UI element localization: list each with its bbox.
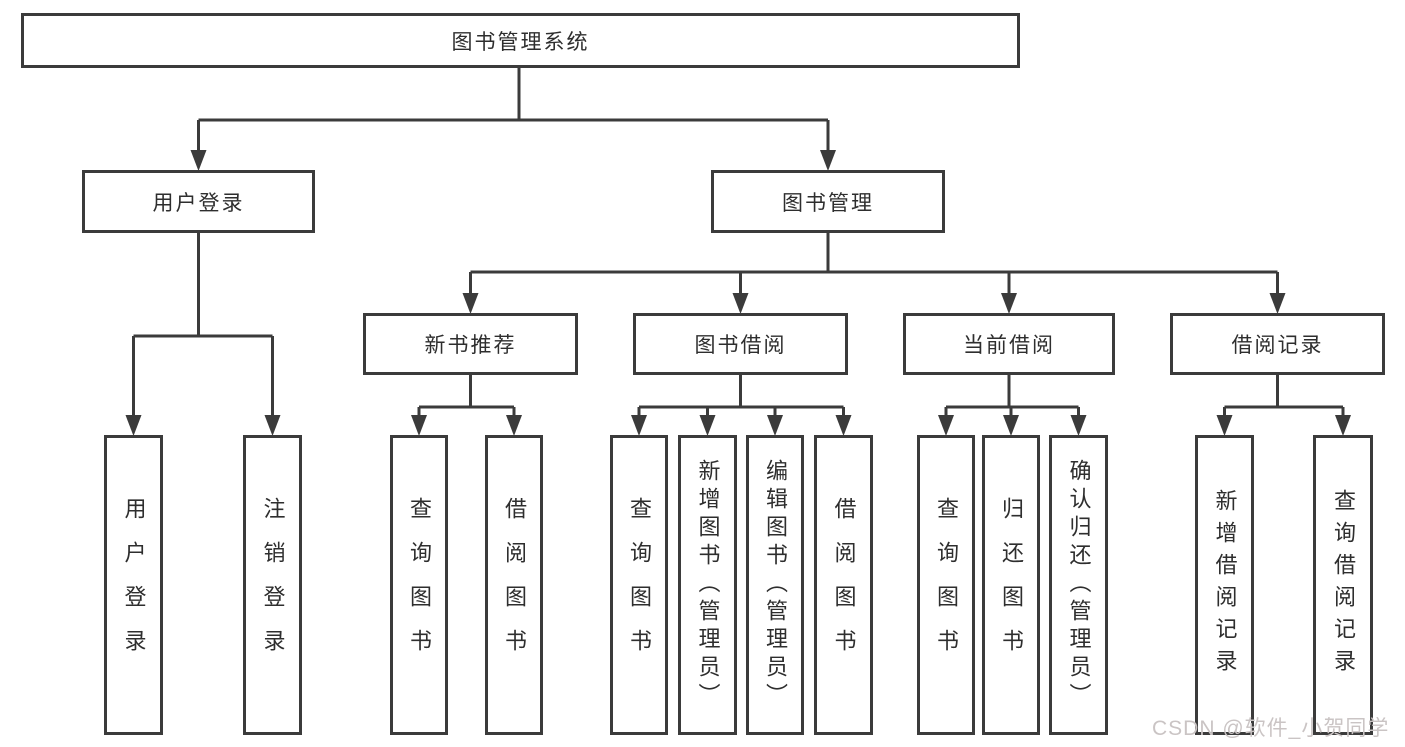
node-leaf-query-books-current: 查询图书 — [917, 435, 975, 735]
node-current-borrowing: 当前借阅 — [903, 313, 1115, 375]
node-leaf-borrow-books-recommend: 借阅图书 — [485, 435, 543, 735]
node-leaf-query-books-recommend: 查询图书 — [390, 435, 448, 735]
tree-edges — [132, 68, 1345, 416]
node-leaf-return-book: 归还图书 — [982, 435, 1040, 735]
arrowheads — [125, 150, 1351, 436]
node-book-management: 图书管理 — [711, 170, 945, 233]
node-borrowing-records: 借阅记录 — [1170, 313, 1385, 375]
node-book-borrowing: 图书借阅 — [633, 313, 848, 375]
node-user-login: 用户登录 — [82, 170, 315, 233]
node-leaf-query-borrow-record: 查询借阅记录 — [1313, 435, 1373, 735]
node-leaf-add-borrow-record: 新增借阅记录 — [1195, 435, 1254, 735]
node-root-system: 图书管理系统 — [21, 13, 1020, 68]
node-leaf-user-login: 用户登录 — [104, 435, 163, 735]
node-leaf-confirm-return-admin: 确认归还（管理员） — [1049, 435, 1108, 735]
node-leaf-logout: 注销登录 — [243, 435, 302, 735]
node-leaf-edit-book-admin: 编辑图书（管理员） — [746, 435, 804, 735]
node-leaf-borrow-books: 借阅图书 — [814, 435, 873, 735]
csdn-watermark: CSDN @软件_小贺同学 — [1152, 717, 1390, 740]
node-new-book-recommendation: 新书推荐 — [363, 313, 578, 375]
node-leaf-add-book-admin: 新增图书（管理员） — [678, 435, 737, 735]
node-leaf-query-books-borrow: 查询图书 — [610, 435, 668, 735]
